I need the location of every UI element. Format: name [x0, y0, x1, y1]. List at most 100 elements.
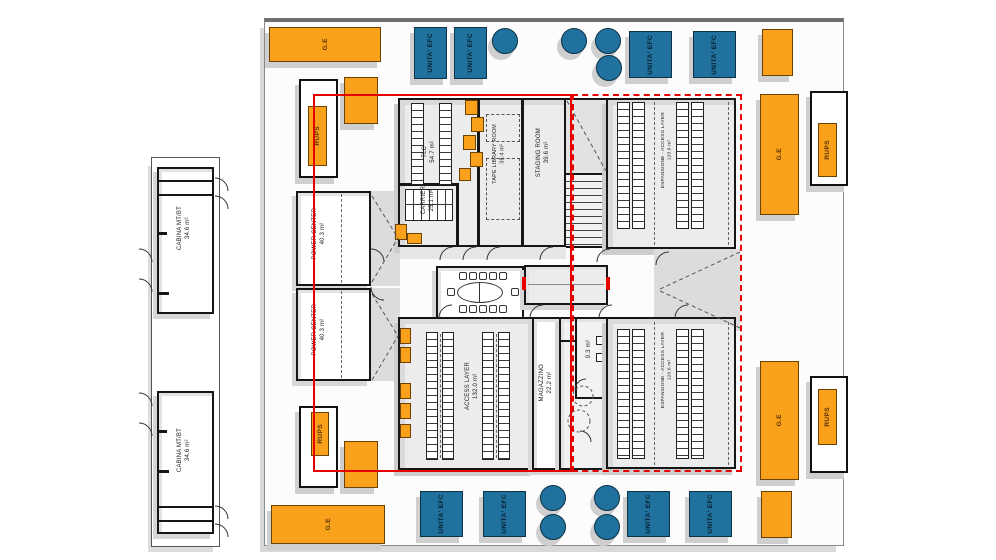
chair: [469, 305, 477, 313]
expansion-boundary: [572, 94, 742, 472]
power-module: [465, 100, 478, 115]
wc-fixture: [596, 353, 606, 362]
power-module: [400, 347, 411, 363]
power-module: [471, 117, 484, 132]
chiller-tank: [540, 514, 566, 540]
room-label-cabina-top: CABINA MT/BT 34.6 m²: [177, 206, 192, 251]
power-module: [407, 233, 422, 244]
generator-label: G.E: [776, 148, 783, 161]
chair: [499, 272, 507, 280]
chiller-tank: [561, 28, 587, 54]
chair: [469, 272, 477, 280]
fire-damper-mark: [606, 277, 610, 290]
server-rack-row: [442, 332, 454, 460]
partition-wall: [157, 180, 214, 182]
power-module: [463, 135, 476, 150]
wall-stub: [157, 292, 169, 295]
cooling-unit-label: UNITA' EFC: [438, 494, 445, 534]
cooling-unit: UNITA' EFC: [689, 491, 732, 537]
wall-stub: [157, 232, 167, 235]
existing-dc-boundary: [313, 94, 572, 472]
chair: [499, 305, 507, 313]
dashed-partition: [654, 322, 655, 465]
chiller-tank: [540, 485, 566, 511]
dashed-partition: [341, 194, 342, 283]
chiller-tank: [594, 485, 620, 511]
wall-stub: [157, 470, 169, 473]
server-rack-row: [617, 102, 630, 229]
rups-unit: RUPS: [818, 123, 837, 177]
generator-label: G.E: [321, 38, 329, 51]
chair: [479, 305, 487, 313]
power-aux-unit: [344, 441, 378, 488]
generator-unit: G.E: [269, 27, 381, 62]
chair: [459, 305, 467, 313]
rups-label: RUPS: [824, 140, 831, 160]
partition-wall: [157, 520, 214, 522]
room-wall: [575, 319, 577, 397]
power-module: [400, 424, 411, 438]
power-module: [459, 168, 471, 181]
generator-unit: G.E: [760, 361, 799, 480]
server-rack-row: [426, 332, 438, 460]
wall-stub: [157, 430, 167, 433]
chair: [489, 272, 497, 280]
room-power-center-bottom: [296, 288, 371, 381]
server-rack-row: [632, 329, 645, 459]
cooling-unit-label: UNITA' EFC: [467, 33, 474, 73]
dashed-partition: [496, 334, 497, 458]
chair: [479, 272, 487, 280]
server-rack-row: [691, 102, 704, 229]
carrier-rack-grid: [405, 189, 453, 221]
room-wall: [456, 183, 459, 245]
room-wall: [559, 340, 577, 342]
server-rack-row: [482, 332, 494, 460]
room-wall: [521, 100, 524, 245]
generator-label: G.E: [776, 414, 783, 427]
duct-centerline: [528, 284, 604, 285]
tape-equipment-footprint: [486, 158, 520, 220]
server-rack-row: [411, 103, 424, 185]
cooling-unit: UNITA' EFC: [627, 491, 670, 537]
chair: [459, 272, 467, 280]
cooling-unit-label: UNITA' EFC: [711, 34, 718, 75]
cooling-unit-label: UNITA' EFC: [647, 34, 654, 75]
chair: [447, 288, 455, 296]
generator-label: G.E: [324, 518, 332, 531]
tape-equipment-footprint: [486, 114, 520, 142]
server-rack-row: [632, 102, 645, 229]
rups-unit: RUPS: [311, 412, 329, 456]
partition-wall: [157, 194, 214, 196]
chair: [511, 288, 519, 296]
cooling-unit: UNITA' EFC: [414, 27, 447, 79]
chiller-tank: [596, 55, 622, 81]
chair: [489, 305, 497, 313]
cooling-unit: UNITA' EFC: [483, 491, 526, 537]
server-rack-row: [691, 329, 704, 459]
generator-unit: G.E: [760, 94, 799, 215]
block-access-layer: [398, 317, 534, 470]
room-wall: [400, 183, 458, 186]
dashed-partition: [341, 291, 342, 378]
fire-damper-mark: [522, 277, 526, 290]
generator-aux-unit: [762, 29, 793, 76]
server-rack-row: [498, 332, 510, 460]
power-aux-unit: [344, 77, 378, 124]
generator-unit: G.E: [271, 505, 385, 544]
room-cabina-mtbt-top: [157, 167, 214, 314]
server-rack-row: [617, 329, 630, 459]
wc-fixture: [596, 336, 606, 345]
partition-wall: [157, 506, 214, 508]
cooling-unit: UNITA' EFC: [420, 491, 463, 537]
server-rack-row: [676, 329, 689, 459]
dashed-partition: [440, 334, 441, 458]
room-power-center-top: [296, 191, 371, 286]
room-label-cabina-bottom: CABINA MT/BT 34.6 m²: [177, 428, 192, 473]
rack-divider: [405, 204, 453, 205]
cooling-unit: UNITA' EFC: [693, 31, 736, 78]
rups-label: RUPS: [824, 407, 831, 427]
chiller-tank: [595, 28, 621, 54]
power-module: [400, 383, 411, 399]
server-rack-row: [439, 103, 452, 185]
power-module: [400, 328, 411, 344]
